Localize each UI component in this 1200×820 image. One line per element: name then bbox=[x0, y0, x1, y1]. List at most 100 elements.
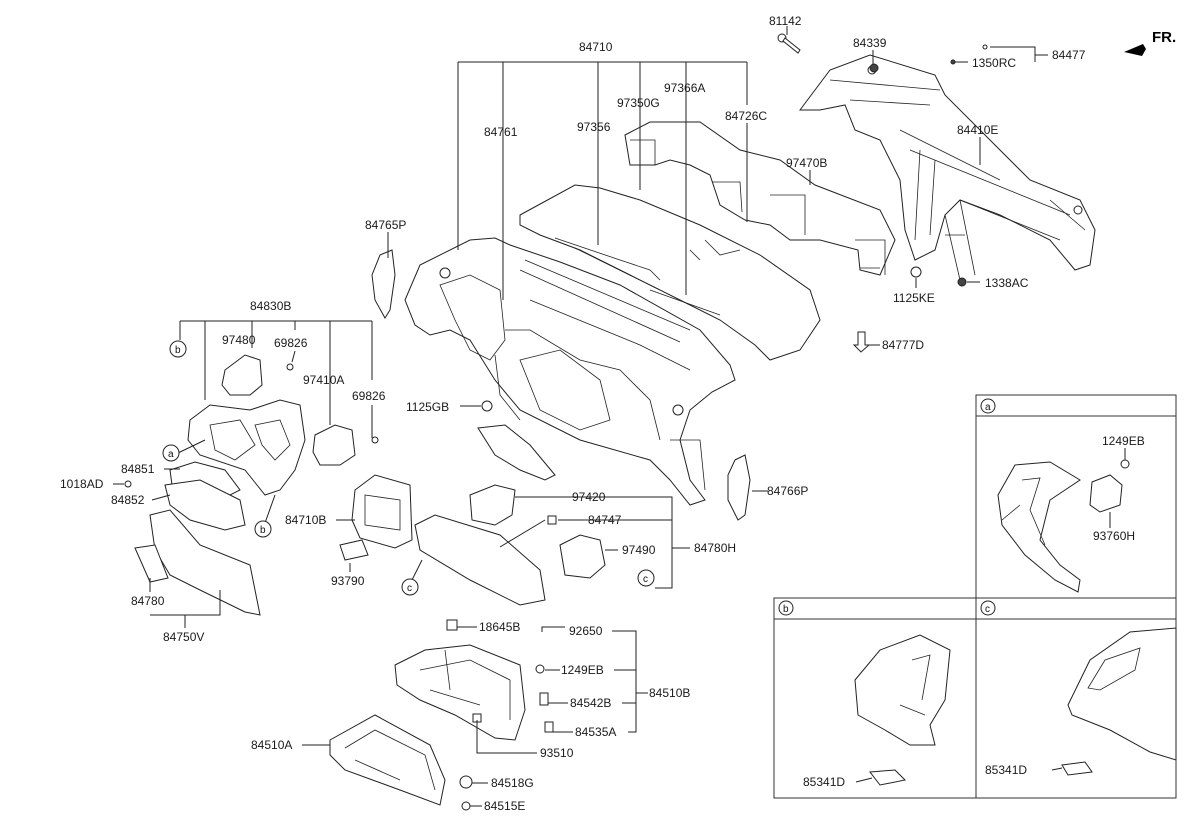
label-97490: 97490 bbox=[622, 543, 656, 557]
callout-markers: b a b c c bbox=[162, 340, 655, 596]
label-84542B: 84542B bbox=[570, 696, 611, 710]
label-box-a-1249EB: 1249EB bbox=[1102, 434, 1145, 448]
label-92650: 92650 bbox=[569, 624, 603, 638]
label-84515E: 84515E bbox=[484, 799, 525, 813]
front-direction-indicator: FR. bbox=[1124, 29, 1176, 56]
label-18645B: 18645B bbox=[479, 620, 520, 634]
label-81142: 81142 bbox=[769, 14, 802, 28]
svg-text:c: c bbox=[985, 604, 990, 615]
detail-box-a: a bbox=[975, 394, 1177, 799]
label-84510A: 84510A bbox=[251, 738, 292, 752]
upper-crash-pad bbox=[519, 184, 821, 361]
label-84710: 84710 bbox=[579, 40, 613, 54]
screw-69826b-icon bbox=[371, 436, 379, 444]
fuse-box-cover bbox=[134, 544, 169, 583]
passenger-vent-upper bbox=[469, 484, 516, 526]
lower-crash-pad-panel bbox=[149, 509, 261, 616]
callout-a-main bbox=[162, 444, 180, 462]
damper-84518G bbox=[459, 775, 473, 789]
detail-box-b: b bbox=[773, 597, 977, 799]
screw-a1249EB-icon bbox=[1120, 459, 1130, 469]
label-93760H: 93760H bbox=[1093, 529, 1135, 543]
callout-b-main bbox=[254, 520, 272, 538]
label-box-c-85341D: 85341D bbox=[985, 763, 1027, 777]
screw-84477-icon bbox=[982, 44, 988, 50]
callout-a-box bbox=[980, 398, 996, 414]
stopper-18645B bbox=[446, 619, 458, 631]
label-69826-upper: 69826 bbox=[274, 336, 308, 350]
clip-84542B bbox=[539, 692, 549, 706]
label-97410A: 97410A bbox=[303, 373, 344, 387]
callout-c-box bbox=[980, 600, 996, 616]
label-97420: 97420 bbox=[572, 490, 606, 504]
glove-box bbox=[329, 714, 446, 806]
callout-c-left bbox=[401, 578, 419, 596]
direction-label: FR. bbox=[1152, 29, 1176, 46]
label-93790: 93790 bbox=[331, 574, 365, 588]
nut-1338AC-icon bbox=[957, 277, 967, 287]
svg-text:c: c bbox=[407, 583, 412, 594]
crash-pad-main bbox=[404, 237, 736, 506]
side-cover-left bbox=[371, 249, 396, 319]
label-84750V: 84750V bbox=[163, 630, 204, 644]
label-84535A: 84535A bbox=[575, 725, 616, 739]
detail-box-c: c bbox=[975, 597, 1177, 799]
svg-text:a: a bbox=[168, 449, 174, 460]
steering-shroud-lower bbox=[164, 479, 246, 531]
label-box-b-85341D: 85341D bbox=[803, 775, 845, 789]
label-84477: 84477 bbox=[1052, 48, 1086, 62]
label-1249EB: 1249EB bbox=[561, 663, 604, 677]
direction-arrow-icon bbox=[1124, 44, 1146, 56]
bolt-81142-shank bbox=[782, 37, 801, 54]
passenger-vent-side bbox=[559, 534, 606, 579]
clip-b85341D bbox=[869, 769, 907, 786]
label-97480: 97480 bbox=[222, 333, 256, 347]
label-97350G: 97350G bbox=[617, 96, 660, 110]
bolt-1125GB-icon bbox=[481, 400, 493, 412]
callout-c-right bbox=[637, 569, 655, 587]
cowl-cross-bar bbox=[799, 54, 1096, 281]
label-84852: 84852 bbox=[111, 493, 145, 507]
screw-84777D-icon bbox=[852, 331, 871, 353]
label-1125KE: 1125KE bbox=[893, 291, 935, 305]
label-84410E: 84410E bbox=[957, 123, 998, 137]
label-84518G: 84518G bbox=[491, 776, 534, 790]
label-84777D: 84777D bbox=[882, 338, 924, 352]
part-labels: 81142 84339 84477 1350RC 84710 97366A 97… bbox=[60, 14, 1145, 813]
clip-84747 bbox=[547, 515, 557, 525]
label-84747: 84747 bbox=[588, 513, 622, 527]
callout-b-box bbox=[778, 600, 794, 616]
label-1125GB: 1125GB bbox=[406, 400, 449, 414]
center-fascia bbox=[351, 474, 413, 549]
svg-text:b: b bbox=[783, 604, 789, 615]
bolt-1125KE-icon bbox=[910, 266, 922, 278]
label-84851: 84851 bbox=[121, 462, 155, 476]
passenger-panel bbox=[414, 514, 546, 606]
side-cover-right bbox=[727, 454, 751, 521]
label-97356: 97356 bbox=[577, 120, 611, 134]
label-84830B: 84830B bbox=[250, 299, 291, 313]
knee-panel-b bbox=[854, 634, 951, 746]
label-84339: 84339 bbox=[853, 36, 887, 50]
glove-box-housing bbox=[394, 644, 526, 741]
center-bracket bbox=[477, 424, 556, 481]
label-84710B: 84710B bbox=[285, 513, 326, 527]
label-84765P: 84765P bbox=[365, 218, 406, 232]
label-84780: 84780 bbox=[131, 594, 165, 608]
svg-text:c: c bbox=[643, 574, 648, 585]
screw-1249EB-icon bbox=[535, 664, 545, 674]
cluster-fascia bbox=[187, 399, 306, 496]
leader-lines bbox=[113, 26, 1048, 807]
nut-1350RC-icon bbox=[950, 59, 956, 65]
side-vent-trim bbox=[997, 461, 1081, 593]
defroster-duct bbox=[624, 121, 896, 276]
label-84761: 84761 bbox=[484, 125, 518, 139]
panel-c bbox=[1067, 627, 1177, 761]
label-69826-lower: 69826 bbox=[352, 389, 386, 403]
switch-panel bbox=[339, 539, 369, 561]
screw-84515E bbox=[461, 801, 471, 811]
label-97470B: 97470B bbox=[786, 156, 827, 170]
air-vent-left bbox=[221, 354, 263, 396]
label-84510B: 84510B bbox=[649, 686, 690, 700]
